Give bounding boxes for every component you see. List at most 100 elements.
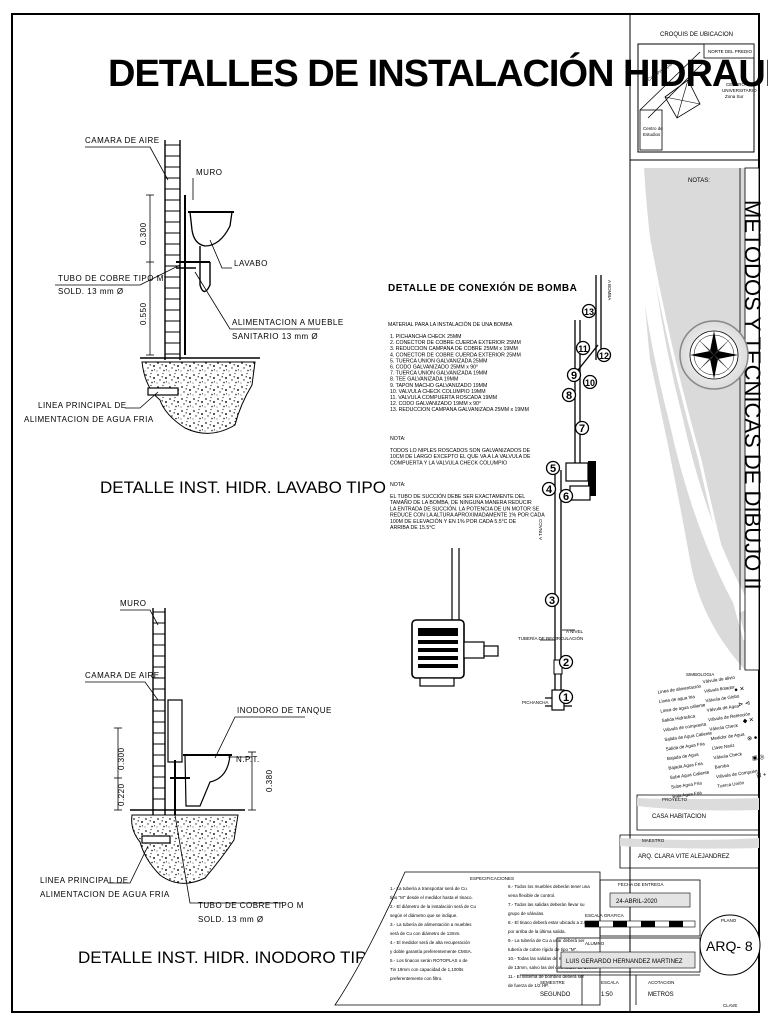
inodoro-dim-b: 0.220: [117, 783, 126, 806]
inodoro-label-tubo2: SOLD. 13 mm Ø: [198, 915, 264, 924]
material-item: 1. PICHANCHA CHECK 25MM: [390, 334, 462, 340]
callout-number: 5: [550, 463, 556, 475]
espec-item: 2.- El diámetro de la instalación será d…: [390, 904, 477, 909]
lavabo-label-linea2: ALIMENTACION DE AGUA FRIA: [24, 415, 154, 424]
callout-balloon: [582, 374, 598, 390]
simbologia-item: Tuerca Unión: [717, 780, 745, 789]
callout-balloon: [596, 347, 612, 363]
callout-balloon: [575, 340, 591, 356]
nota1-line: COMPUERTA Y LA VALVULA CHECK COLUMPIO: [390, 460, 507, 466]
material-item: 8. TEE GALVANIZADA 19MM: [390, 377, 458, 383]
simbologia-item: Sube Agua Fria: [671, 780, 703, 789]
simbologia-item: Linea de agua caliente: [660, 702, 706, 713]
callout-number: 2: [563, 657, 569, 669]
svg-text:⊞ +: ⊞ +: [756, 772, 767, 779]
material-item: 11. VALVULA COMPUERTA ROSCADA 19MM: [390, 395, 497, 401]
simbologia-title: SIMBOLOGIA: [686, 672, 714, 677]
title-block: CROQUIS DE UBICACION NORTE DEL PREDIO Ca…: [334, 32, 768, 1012]
callout-balloon: [558, 654, 574, 670]
croquis-corner2: Estudios: [643, 132, 661, 137]
simbologia-item: Salida de Agua Fria: [665, 741, 705, 751]
lavabo-dim-lower: 0.550: [139, 302, 148, 325]
espec-title: ESPECIFICACIONES: [470, 876, 514, 881]
svg-text:◆ ✕: ◆ ✕: [742, 717, 754, 725]
lavabo-label-camara: CAMARA DE AIRE: [85, 136, 160, 145]
espec-item: vena flexible de control.: [508, 893, 555, 898]
simbologia-item: Bajada Agua Fria: [668, 761, 703, 771]
material-item: 5. TUERCA UNION GALVANIZADA 25MM: [390, 358, 487, 364]
notas-label: NOTAS:: [688, 178, 710, 184]
espec-item: 9.- La tubería de Cu a usar deberá ser: [508, 938, 585, 943]
callout-number: 4: [546, 484, 553, 496]
callout-number: 12: [599, 351, 609, 361]
simbologia-item: Válvula de alivio: [702, 675, 735, 685]
simbologia-item: Baja Agua Fria: [672, 790, 702, 799]
simbologia-item: Válvula de compuerta: [663, 722, 707, 733]
maestro-label: MAESTRO: [642, 838, 665, 843]
lavabo-detail: 0.300 0.550 CAMARA DE AIRE MURO LAVABO T…: [24, 136, 386, 497]
callout-balloon: [558, 488, 574, 504]
simbologia-item: Válvula Check: [713, 751, 743, 760]
espec-item: 10.- Todas las salidas de muebles serán: [508, 956, 589, 961]
compass-rose-icon: [679, 320, 749, 390]
escala-value: 1:50: [601, 992, 613, 998]
escala-label: ESCALA: [601, 980, 619, 985]
sheet-border: [11, 13, 760, 1013]
inodoro-label-linea1: LINEA PRINCIPAL DE: [40, 876, 129, 885]
inodoro-detail: 0.300 0.220 0.380 MURO CAMARA DE AIRE IN…: [40, 599, 380, 967]
croquis-box: NORTE DEL PREDIO: [708, 49, 753, 54]
espec-item: por arriba de la última salida.: [508, 929, 566, 934]
acot-label: ACOTACION: [648, 980, 674, 985]
bomba-label-a-bomba: A BOMBA: [607, 280, 612, 300]
callout-balloon: [581, 303, 597, 319]
lavabo-label-linea1: LINEA PRINCIPAL DE: [38, 401, 127, 410]
simbologia-item: Válvula Check: [709, 723, 739, 732]
callout-balloon: [566, 367, 582, 383]
inodoro-caption: DETALLE INST. HIDR. INODORO TIPO: [78, 948, 380, 967]
simbologia-item: Sube Agua Caliente: [669, 770, 710, 781]
bomba-label-tuberia: TUBERÍA DE RECIRCULACIÓN: [518, 635, 583, 641]
callout-number: 3: [549, 595, 555, 607]
material-item: 9. TAPON MACHO GALVANIZADO 19MM: [390, 383, 487, 389]
callout-number: 7: [579, 423, 585, 435]
bomba-nota1-title: NOTA:: [390, 436, 405, 442]
material-item: 13. REDUCCION CAMPANA GALVANIZADA 25MM x…: [390, 407, 529, 413]
simbologia-item: Válvula flotador: [704, 684, 736, 693]
acot-value: METROS: [648, 992, 674, 998]
riser-assembly: [540, 275, 602, 711]
espec-item: Tin 19mm con capacidad de 1,100lts: [390, 967, 464, 972]
lavabo-label-tubo1: TUBO DE COBRE TIPO M: [58, 274, 164, 283]
escala-grafica-label: ESCALA GRAFICA: [585, 913, 624, 918]
callout-number: 8: [566, 390, 572, 402]
pump-drawing: [411, 548, 499, 687]
bomba-label-a-tinaco: A TINACO: [538, 519, 543, 540]
simbologia-item: Linea de alimentación: [657, 683, 702, 694]
nota2-line: ARRIBA DE 15.5°C: [390, 525, 435, 531]
callout-balloon: [574, 420, 590, 436]
espec-item: preferentemente con filtro.: [390, 976, 443, 981]
nota2-line: 100M DE ELEVACIÓN Y EN 1% POR CADA 5.5°C…: [390, 518, 517, 525]
simbologia-item: Bajada de Agua: [667, 752, 700, 761]
material-item: 7. TUERCA UNION GALVANIZADA 19MM: [390, 371, 487, 377]
lavabo-label-tubo2: SOLD. 13 mm Ø: [58, 287, 124, 296]
callout-balloon: [541, 481, 557, 497]
alumno-value: LUIS GERARDO HERNANDEZ MARTINEZ: [566, 959, 683, 965]
callout-number: 13: [584, 307, 594, 317]
maestro-value: ARQ. CLARA VITE ALEJANDREZ: [638, 854, 730, 860]
material-item: 3. REDUCCION CAMPANA DE COBRE 25MM x 19M…: [390, 346, 518, 352]
espec-item: de fuerza de 1/2 HP.: [508, 983, 549, 988]
espec-item: 11.- El sistema de bombeo deberá ser: [508, 974, 584, 979]
plano-label: PLANO: [721, 918, 737, 923]
material-item: 10. VALVULA CHECK COLUMPIO 19MM: [390, 389, 486, 395]
fecha-value: 24-ABRIL-2020: [616, 899, 658, 905]
lavabo-label-muro: MURO: [196, 168, 222, 177]
vertical-title: METODOS Y TECNICAS DE DIBUJO II: [740, 200, 765, 590]
inodoro-label-tubo1: TUBO DE COBRE TIPO M: [198, 901, 304, 910]
nota1-line: 10CM DE LARGO EXCEPTO EL QUE VA A LA VAL…: [390, 454, 531, 460]
espec-item: tipo "M" desde el medidor hasta el tinac…: [390, 895, 473, 900]
inodoro-dim-a: 0.300: [117, 747, 126, 770]
simbologia-item: Linea de agua fria: [659, 694, 696, 704]
proyecto-label: PROYECTO: [662, 797, 688, 802]
inodoro-label-npt: N.P.T.: [236, 755, 260, 764]
